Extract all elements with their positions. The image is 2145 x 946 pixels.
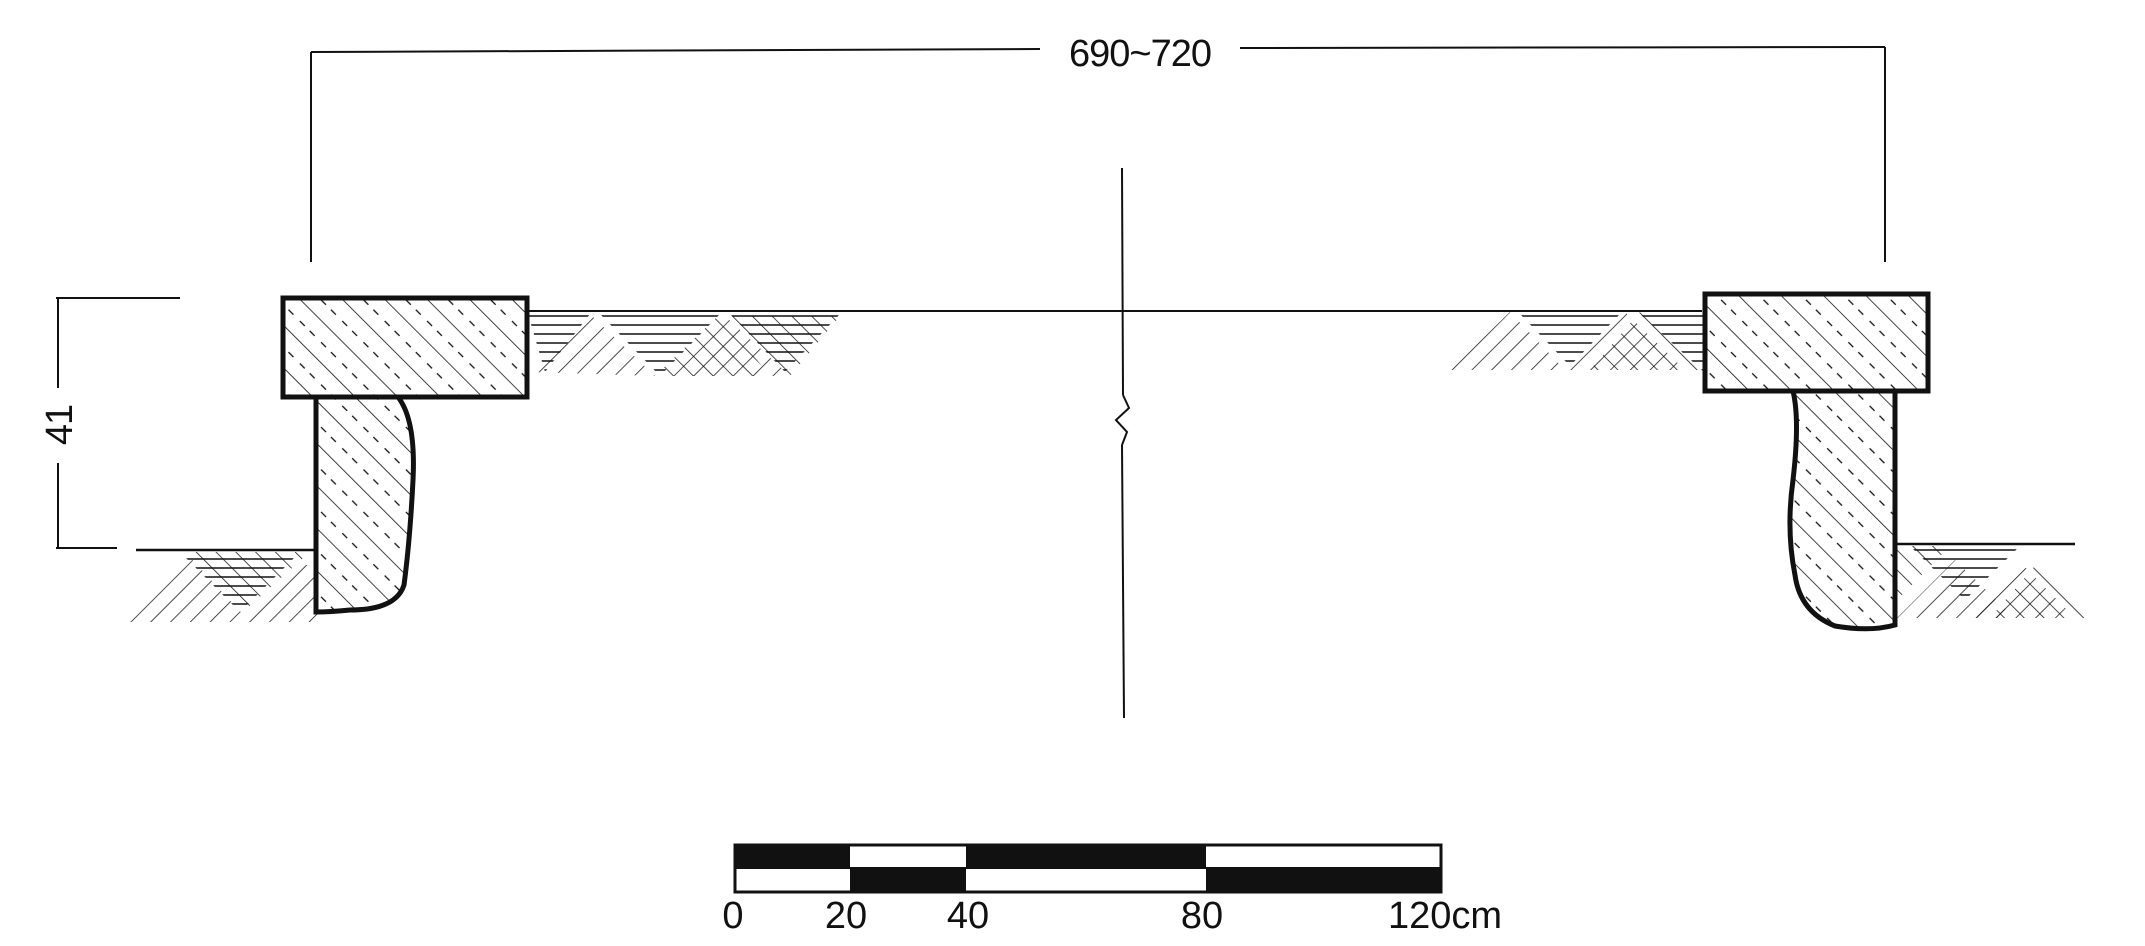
scale-label-0: 0: [722, 895, 743, 937]
pillar-left: [313, 394, 416, 615]
scale-label-20: 20: [825, 895, 867, 937]
scale-segment: [850, 869, 966, 892]
scale-label-120cm: 120cm: [1388, 895, 1502, 937]
span-dimension-label: 690~720: [1069, 33, 1211, 75]
span-dimension: 690~720: [310, 33, 1886, 262]
scale-bar: 0 20 40 80 120cm: [722, 843, 1502, 937]
ground-right: [1895, 542, 2098, 618]
earth-fill-left-upper: [528, 314, 840, 376]
capstone-right: [1702, 291, 1931, 394]
scale-segment: [1206, 869, 1441, 892]
height-dimension: 41: [39, 297, 180, 549]
center-axis: [1114, 167, 1131, 719]
earth-fill-right-upper: [1450, 312, 1704, 372]
capstone-left: [280, 295, 530, 400]
ground-left: [115, 548, 318, 622]
scale-segment: [735, 845, 850, 868]
scale-label-80: 80: [1181, 895, 1223, 937]
pillar-right: [1787, 388, 1898, 632]
height-dimension-label: 41: [39, 405, 81, 445]
scale-label-40: 40: [947, 895, 989, 937]
scale-segment: [966, 845, 1206, 868]
